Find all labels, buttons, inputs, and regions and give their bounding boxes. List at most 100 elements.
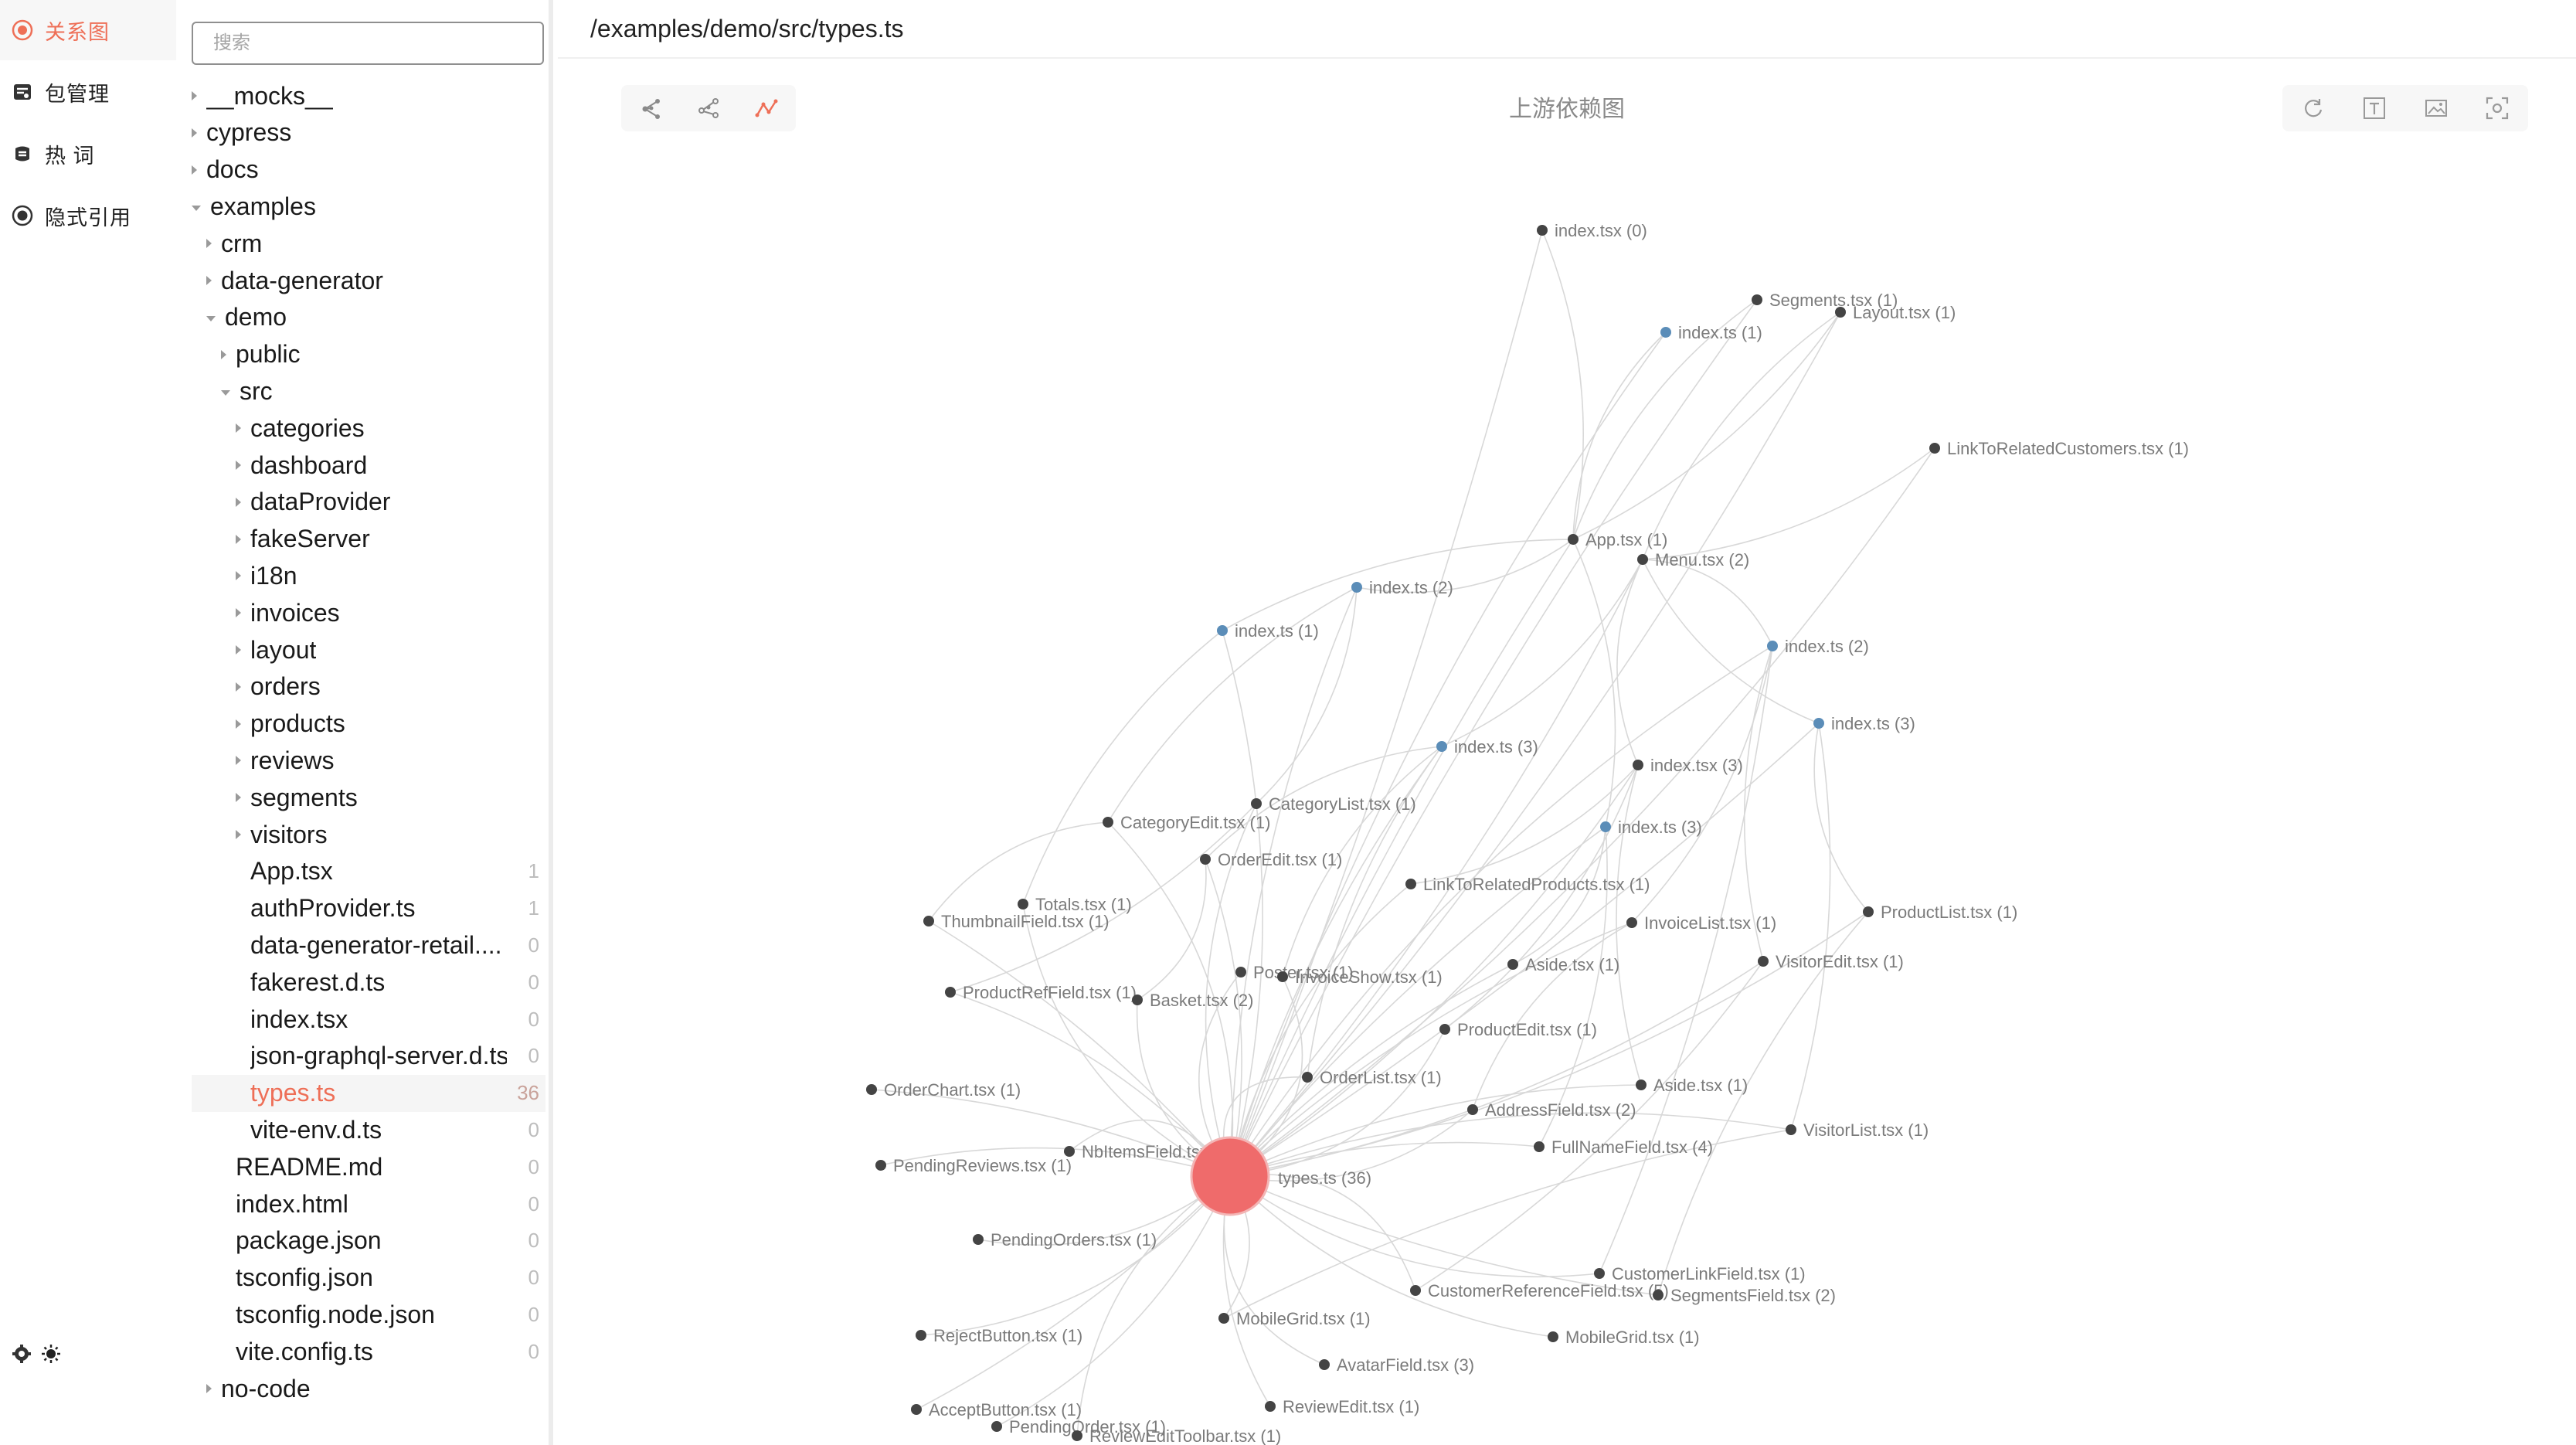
graph-node[interactable]: FullNameField.tsx (4) [1534,1137,1713,1157]
nav-item-2[interactable]: 热 词 [0,124,176,184]
graph-node-dot[interactable] [1660,327,1671,338]
graph-node[interactable]: LinkToRelatedCustomers.tsx (1) [1929,439,2189,458]
graph-node-dot[interactable] [945,987,956,998]
tree-folder[interactable]: src [192,372,545,410]
graph-node[interactable]: PendingOrders.tsx (1) [973,1230,1157,1250]
tree-folder[interactable]: reviews [192,742,545,779]
graph-node[interactable]: CustomerLinkField.tsx (1) [1594,1264,1806,1284]
graph-node[interactable]: CategoryList.tsx (1) [1251,794,1416,814]
layout-tree-icon[interactable] [693,93,724,124]
graph-node-dot[interactable] [1767,641,1778,651]
graph-node[interactable]: index.tsx (0) [1537,221,1647,240]
graph-node-dot[interactable] [1633,760,1643,770]
graph-node-dot[interactable] [1600,821,1611,832]
graph-node[interactable]: CategoryEdit.tsx (1) [1103,813,1270,832]
graph-node[interactable]: InvoiceList.tsx (1) [1626,913,1776,933]
graph-node[interactable]: Layout.tsx (1) [1835,303,1956,322]
graph-node[interactable]: Menu.tsx (2) [1637,550,1749,570]
graph-node[interactable]: index.ts (1) [1660,323,1762,342]
graph-node-dot[interactable] [1251,798,1262,809]
graph-node[interactable]: VisitorEdit.tsx (1) [1758,952,1904,971]
graph-node[interactable]: Totals.tsx (1) [1018,895,1132,914]
graph-node-dot[interactable] [923,916,934,926]
graph-node[interactable]: index.ts (3) [1600,818,1702,837]
graph-node[interactable]: Aside.tsx (1) [1636,1076,1748,1095]
graph-node-dot[interactable] [1218,1313,1229,1324]
graph-node-dot[interactable] [1410,1285,1421,1296]
tree-folder[interactable]: docs [192,151,545,189]
caret-right-icon[interactable] [236,423,241,434]
graph-node[interactable]: ProductEdit.tsx (1) [1439,1020,1597,1039]
graph-node[interactable]: RejectButton.tsx (1) [916,1326,1082,1345]
nav-item-1[interactable]: 包管理 [0,62,176,122]
graph-node[interactable]: AcceptButton.tsx (1) [911,1400,1082,1420]
graph-node-dot[interactable] [866,1084,877,1095]
tree-folder[interactable]: visitors [192,816,545,853]
caret-right-icon[interactable] [206,239,212,249]
graph-node-dot[interactable] [1636,1080,1647,1090]
tree-folder[interactable]: dashboard [192,447,545,484]
tree-folder[interactable]: demo [192,299,545,336]
graph-node-dot[interactable] [1235,967,1246,978]
graph-node-dot[interactable] [1436,741,1447,752]
graph-node-dot[interactable] [1568,534,1579,545]
graph-node[interactable]: MobileGrid.tsx (1) [1548,1328,1700,1347]
graph-node[interactable]: ProductRefField.tsx (1) [945,983,1137,1002]
refresh-icon[interactable] [2298,93,2329,124]
graph-node[interactable]: index.ts (1) [1217,621,1319,641]
caret-right-icon[interactable] [236,830,241,839]
tree-folder[interactable]: segments [192,779,545,816]
graph-node-dot[interactable] [1786,1124,1796,1135]
caret-right-icon[interactable] [236,497,241,507]
caret-right-icon[interactable] [236,719,241,729]
graph-node-dot[interactable] [911,1404,922,1415]
tree-folder[interactable]: orders [192,668,545,706]
graph-node-dot[interactable] [1752,294,1762,305]
tree-folder[interactable]: crm [192,225,545,262]
graph-node-dot[interactable] [875,1160,886,1171]
caret-down-icon[interactable] [192,205,201,211]
graph-node[interactable]: Aside.tsx (1) [1507,955,1619,974]
graph-node[interactable]: index.ts (2) [1767,637,1869,656]
graph-node-dot[interactable] [1626,917,1637,928]
graph-node-dot[interactable] [1200,854,1211,865]
caret-right-icon[interactable] [236,571,241,581]
graph-node-dot[interactable] [1929,443,1940,454]
tree-folder[interactable]: __mocks__ [192,77,545,114]
tree-folder[interactable]: categories [192,410,545,447]
fit-view-icon[interactable] [2482,93,2513,124]
graph-node-dot[interactable] [1507,959,1518,970]
graph-node[interactable]: Basket.tsx (2) [1132,991,1253,1010]
graph-node-dot[interactable] [1319,1359,1330,1370]
graph-node[interactable]: index.tsx (3) [1633,756,1743,775]
center-node-circle[interactable] [1190,1136,1270,1216]
graph-node[interactable]: ProductList.tsx (1) [1863,903,2017,922]
tree-folder[interactable]: data-generator [192,262,545,299]
graph-node-dot[interactable] [1351,582,1362,593]
tree-folder[interactable]: layout [192,631,545,668]
graph-node-dot[interactable] [1439,1024,1450,1035]
graph-node-dot[interactable] [1064,1146,1075,1157]
tree-folder[interactable]: no-code [192,1370,545,1407]
caret-right-icon[interactable] [236,756,241,766]
text-toggle-icon[interactable] [2359,93,2390,124]
caret-right-icon[interactable] [236,608,241,618]
caret-right-icon[interactable] [192,165,197,175]
graph-node[interactable]: SegmentsField.tsx (2) [1653,1286,1836,1305]
graph-node[interactable]: index.ts (3) [1813,714,1915,733]
graph-node-dot[interactable] [973,1234,984,1245]
graph-node[interactable]: index.ts (3) [1436,737,1538,756]
caret-right-icon[interactable] [236,793,241,803]
graph-node-dot[interactable] [991,1421,1002,1432]
graph-node[interactable]: AvatarField.tsx (3) [1319,1355,1474,1375]
graph-node-dot[interactable] [1277,971,1288,982]
tree-folder[interactable]: invoices [192,594,545,631]
graph-center-node[interactable]: types.ts (36) [1190,1136,1371,1216]
